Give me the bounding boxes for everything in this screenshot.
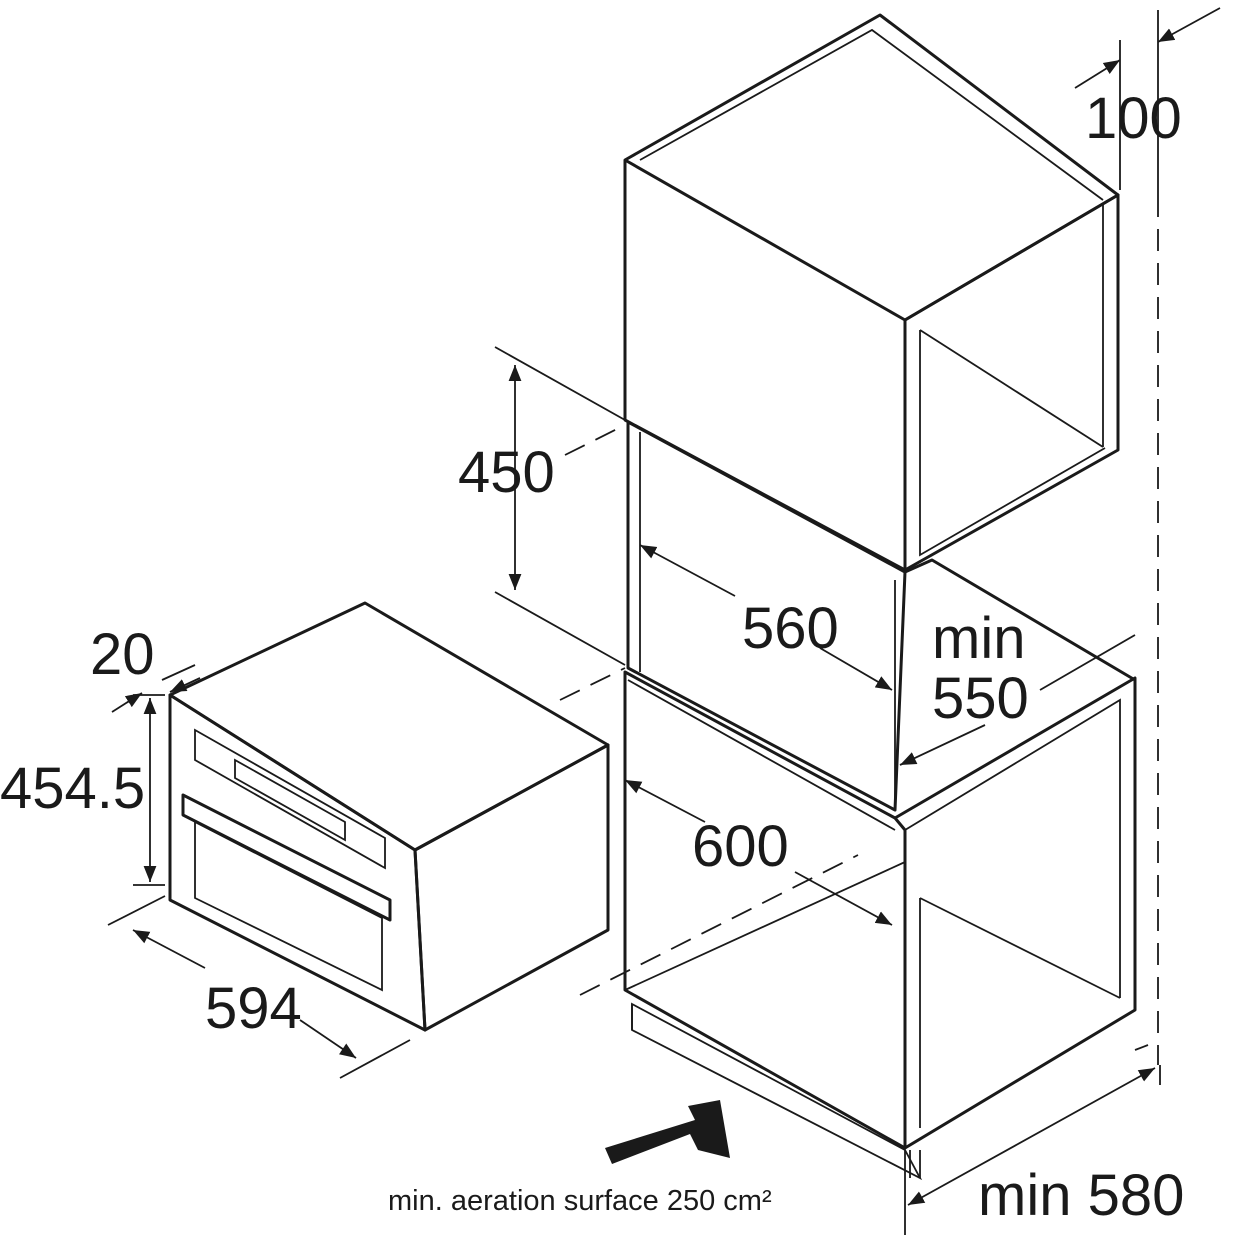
upper-cabinet: [623, 13, 1120, 572]
dimension-labels: 100 450 560 min 550 600 20 454.5 594 min…: [0, 86, 1184, 1228]
dim-100: 100: [1085, 86, 1182, 151]
lower-cabinet: [623, 670, 1137, 1181]
dim-20: 20: [90, 622, 155, 687]
dim-min-580: min 580: [978, 1163, 1184, 1228]
dimension-lines: [107, 7, 1221, 1235]
dim-600: 600: [692, 814, 789, 879]
dim-454-5: 454.5: [0, 756, 145, 821]
dim-min-550-line2: 550: [932, 666, 1029, 731]
dim-560: 560: [742, 596, 839, 661]
dim-594: 594: [205, 976, 302, 1041]
aeration-arrow-icon: [600, 1097, 730, 1170]
dim-450: 450: [458, 440, 555, 505]
dim-min-550-line1: min: [932, 606, 1025, 671]
oven-appliance: [168, 601, 610, 1032]
aeration-note: min. aeration surface 250 cm²: [388, 1185, 772, 1217]
middle-niche: [626, 420, 1136, 831]
